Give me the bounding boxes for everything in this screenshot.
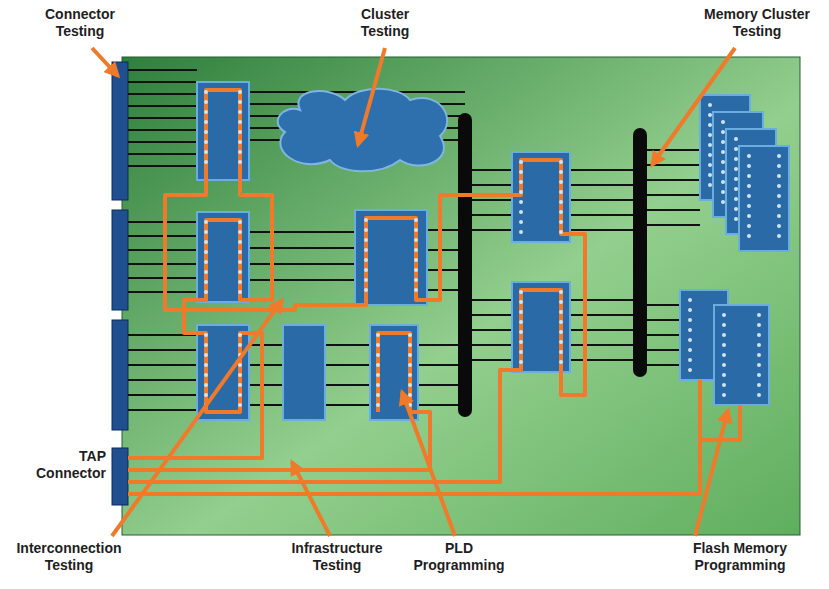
callout-label: Connector Testing — [30, 6, 130, 40]
scan-chain — [128, 90, 740, 494]
leader-arrows — [92, 48, 735, 536]
ic-chip — [283, 325, 325, 420]
scan-chain-path — [128, 90, 585, 482]
callout-label: Memory Cluster Testing — [692, 6, 822, 40]
callout-label: PLD Programming — [400, 540, 518, 574]
callout-label: Interconnection Testing — [4, 540, 134, 574]
leader-arrow — [695, 410, 728, 536]
edge-connector — [112, 62, 128, 200]
bus-bar — [633, 135, 647, 370]
memory-chip — [739, 146, 789, 251]
tap-connector — [112, 448, 128, 505]
callout-label: Cluster Testing — [335, 6, 435, 40]
callout-label: Flash Memory Programming — [660, 540, 820, 574]
ic-chips — [197, 82, 789, 420]
leader-arrow — [112, 300, 282, 536]
pcb-board — [122, 57, 800, 535]
edge-connector — [112, 320, 128, 430]
bus-bar — [458, 120, 472, 410]
leader-arrow — [652, 48, 735, 165]
leader-arrow — [292, 462, 330, 536]
chip-pins — [206, 92, 779, 412]
pin-dots — [206, 92, 779, 412]
leader-arrow — [358, 48, 385, 145]
callout-label: Infrastructure Testing — [278, 540, 396, 574]
leader-arrow — [402, 392, 455, 536]
leader-arrow — [92, 48, 118, 76]
callout-label: TAP Connector — [6, 448, 106, 482]
edge-connector — [112, 210, 128, 310]
